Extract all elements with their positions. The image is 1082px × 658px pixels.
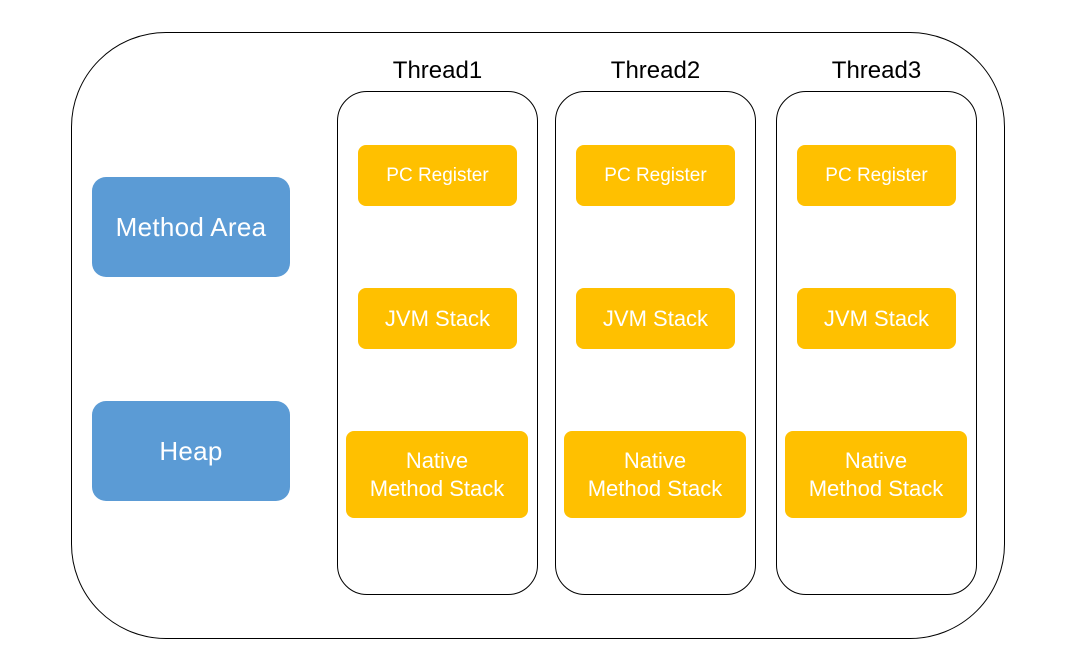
- native-label-line2: Method Stack: [808, 475, 944, 501]
- pc-register-label: PC Register: [825, 164, 928, 186]
- jvm-memory-container: [71, 32, 1005, 639]
- native-label-line1: Native: [623, 447, 687, 473]
- thread3-native-method-stack: Native Method Stack: [785, 431, 967, 518]
- pc-register-label: PC Register: [604, 164, 707, 186]
- jvm-stack-label: JVM Stack: [384, 305, 491, 331]
- native-label-line1: Native: [405, 447, 469, 473]
- thread2-title: Thread2: [610, 57, 701, 84]
- native-label-line2: Method Stack: [369, 475, 505, 501]
- thread2-native-method-stack: Native Method Stack: [564, 431, 746, 518]
- thread1-container: [337, 91, 538, 595]
- thread1-jvm-stack: JVM Stack: [358, 288, 517, 349]
- pc-register-label: PC Register: [386, 164, 489, 186]
- thread2-pc-register: PC Register: [576, 145, 735, 206]
- thread2-jvm-stack: JVM Stack: [576, 288, 735, 349]
- thread3-jvm-stack: JVM Stack: [797, 288, 956, 349]
- thread3-pc-register: PC Register: [797, 145, 956, 206]
- thread2-container: [555, 91, 756, 595]
- heap-box: Heap: [92, 401, 290, 501]
- thread1-pc-register: PC Register: [358, 145, 517, 206]
- thread3-container: [776, 91, 977, 595]
- jvm-stack-label: JVM Stack: [823, 305, 930, 331]
- method-area-label: Method Area: [115, 211, 267, 242]
- native-label-line2: Method Stack: [587, 475, 723, 501]
- thread3-title: Thread3: [831, 57, 922, 84]
- thread1-title: Thread1: [392, 57, 483, 84]
- thread1-native-method-stack: Native Method Stack: [346, 431, 528, 518]
- jvm-stack-label: JVM Stack: [602, 305, 709, 331]
- native-label-line1: Native: [844, 447, 908, 473]
- method-area-box: Method Area: [92, 177, 290, 277]
- heap-label: Heap: [159, 435, 223, 466]
